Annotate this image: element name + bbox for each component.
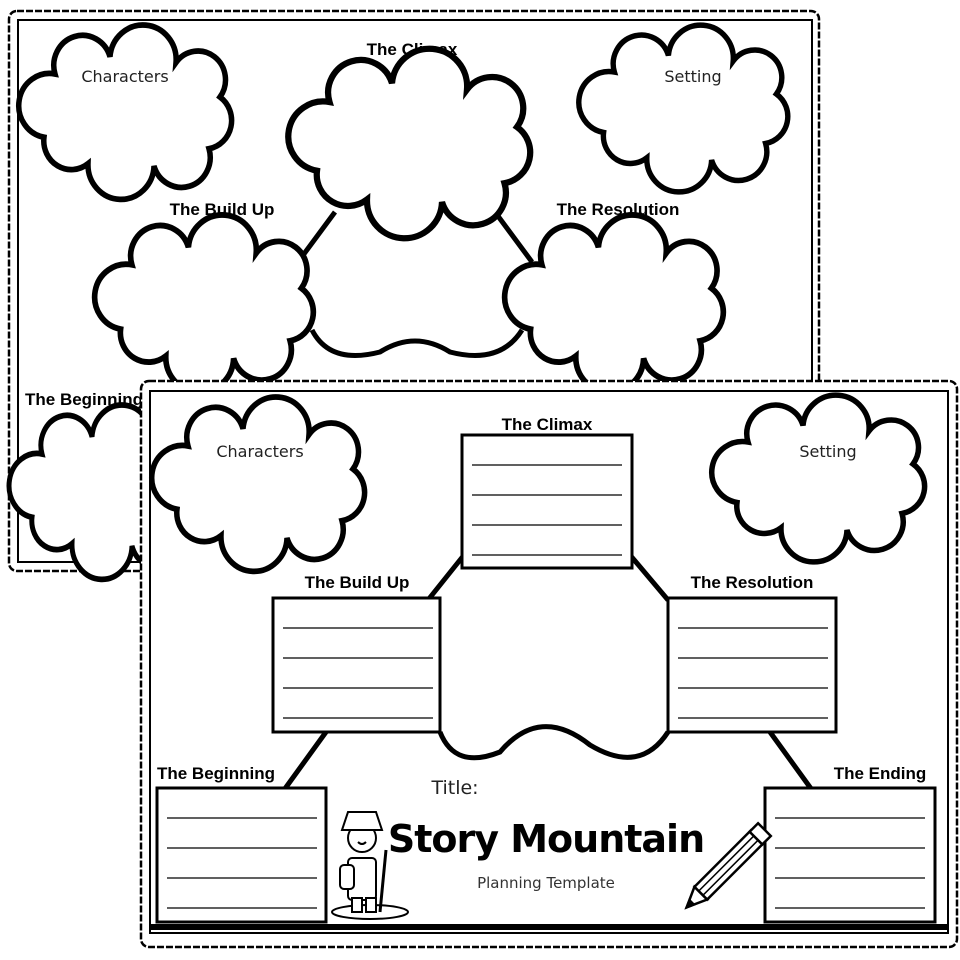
beginning-label: The Beginning xyxy=(157,764,275,783)
inner-border xyxy=(149,390,949,934)
mountain-outline xyxy=(281,553,815,792)
climax-box[interactable] xyxy=(460,433,634,570)
build-up-label: The Build Up xyxy=(170,200,275,219)
resolution-box[interactable] xyxy=(666,596,838,734)
resolution-label: The Resolution xyxy=(557,200,680,219)
beginning-box[interactable] xyxy=(155,786,328,924)
climax-label: The Climax xyxy=(502,415,593,434)
planning-template-subheading: Planning Template xyxy=(477,874,615,892)
story-mountain-heading: Story Mountain xyxy=(388,817,704,861)
characters-label: Characters xyxy=(216,442,303,461)
pencil-icon xyxy=(684,821,773,910)
setting-label: Setting xyxy=(799,442,856,461)
title-label: Title: xyxy=(430,777,478,799)
ending-label: The Ending xyxy=(834,764,927,783)
setting-label: Setting xyxy=(664,67,721,86)
ending-box[interactable] xyxy=(763,786,937,924)
front-worksheet: Characters Setting The Climax The Build … xyxy=(139,379,959,949)
characters-label: Characters xyxy=(81,67,168,86)
build-up-box[interactable] xyxy=(271,596,442,734)
hiker-icon xyxy=(331,811,409,920)
resolution-label: The Resolution xyxy=(691,573,814,592)
build-up-label: The Build Up xyxy=(305,573,410,592)
